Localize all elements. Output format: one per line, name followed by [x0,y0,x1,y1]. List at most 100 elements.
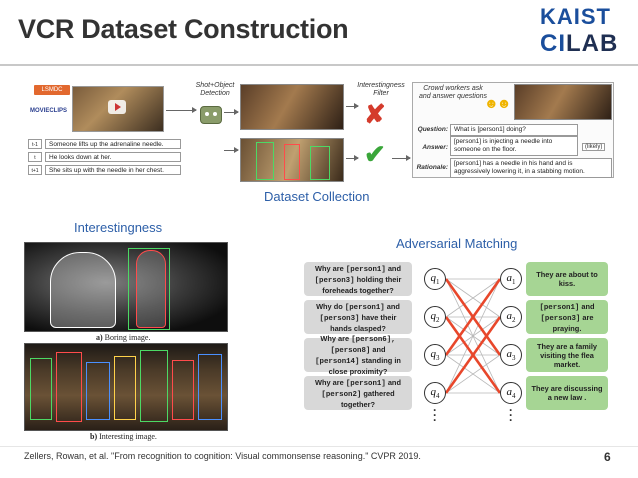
person-tag: [person14] [315,358,360,366]
caption-label: b) [90,432,98,441]
node-symbol: q [430,348,437,360]
interesting-image [24,343,228,431]
node-index: 2 [436,316,440,325]
node-index: 1 [436,278,440,287]
caption-text: Boring image. [104,333,151,342]
question-card: Why are [person1] and [person2] gathered… [304,376,412,410]
person-tag: [person1] [345,379,386,388]
arrow-right-icon [346,155,359,161]
node-symbol: q [430,310,437,322]
answer-card: They are about to kiss. [526,262,608,296]
matching-edges-selected [444,278,502,394]
candidate-edge [445,316,501,356]
movieclips-logo: MOVIECLIPS [30,108,68,114]
script-row: t+1 She sits up with the needle in her c… [28,165,184,176]
node-symbol: q [430,272,437,284]
person-tag: [person3] [540,314,581,323]
answer-value: [person1] is injecting a needle into som… [450,136,578,156]
detection-box [140,350,168,422]
matching-edges-other [445,278,501,394]
rationale-value: [person1] has a needle in his hand and i… [450,158,612,178]
accept-check-icon: ✔ [364,139,386,169]
script-text: She sits up with the needle in her chest… [45,165,181,175]
arrow-right-icon [166,107,197,113]
detection-box [128,248,170,330]
slide-title: VCR Dataset Construction [18,14,349,44]
question-text: Why are [person6], [person8] and [person… [308,334,408,376]
script-row: t He looks down at her. [28,152,184,163]
node-index: 3 [436,354,440,363]
cilab-logo-lab: LAB [566,30,619,57]
question-text: Why are [person1] and [person3] holding … [308,264,408,295]
footer-divider [0,446,638,447]
question-fragment: Why are [315,377,346,387]
matched-edge [444,278,502,356]
page-number: 6 [604,450,611,464]
detection-box [198,354,222,420]
matched-edge [444,278,502,356]
person-tag: [person1] [344,303,385,312]
answer-card: [person1] and [person3] are praying. [526,300,608,334]
detection-box [30,358,52,420]
script-index: t+1 [28,165,42,175]
answer-fragment: and [579,301,595,311]
question-node: q3 [424,344,446,366]
question-text: Why are [person1] and [person2] gathered… [308,378,408,409]
script-index: t [28,152,42,162]
interestingness-filter-label: Interestingness Filter [357,82,405,97]
cilab-logo-ci: CI [540,30,566,57]
node-index: 3 [512,354,516,363]
script-index: t-1 [28,139,42,149]
arrow-right-icon [224,147,239,153]
crowd-worker-emoji-icon: ☻☻ [484,95,512,111]
play-icon [108,100,126,114]
node-index: 4 [436,392,440,401]
answer-node: a1 [500,268,522,290]
node-symbol: q [430,386,437,398]
detection-box [114,356,136,420]
interesting-frame-thumbnail [240,138,344,182]
person-tag: [person1] [539,303,580,312]
question-card: Why are [person1] and [person3] holding … [304,262,412,296]
shot-detection-label: Shot+Object Detection [195,82,235,97]
interestingness-heading: Interestingness [74,220,163,235]
likely-tag: (likely) [582,143,606,151]
answer-node: a2 [500,306,522,328]
question-card: Why are [person6], [person8] and [person… [304,334,412,376]
question-key: Question: [417,126,448,133]
citation: Zellers, Rowan, et al. "From recognition… [24,451,421,461]
node-index: 1 [512,278,516,287]
arrow-right-icon [224,109,239,115]
script-text: He looks down at her. [45,152,181,162]
node-index: 4 [512,392,516,401]
question-value: What is [person1] doing? [450,124,578,136]
arrow-right-icon [392,155,411,161]
question-fragment: and [370,345,386,354]
interesting-image-caption: b) Interesting image. [90,432,157,441]
person-tag: [person8] [330,347,371,355]
candidate-edge [445,278,501,318]
script-row: t-1 Someone lifts up the adrenaline need… [28,139,184,150]
question-fragment: Why do [316,301,345,311]
script-text: Someone lifts up the adrenaline needle. [45,139,181,149]
question-fragment: and [384,301,400,311]
question-fragment: and [385,377,401,387]
candidate-edge [445,316,501,356]
question-fragment: Why are [315,263,346,273]
boring-image-caption: a) Boring image. [96,333,150,342]
detection-box [56,352,82,422]
candidate-edge [445,354,501,394]
robot-icon [200,106,222,124]
person-tag: [person1] [345,265,386,274]
detection-box [310,146,330,180]
candidate-edge [445,278,501,394]
person-tag: [person3] [319,314,360,323]
question-fragment: have their hands clasped? [330,312,397,333]
lsmdc-badge: LSMDC [34,85,70,95]
caption-text: Interesting image. [99,432,157,441]
header-divider [0,64,638,66]
adversarial-matching-heading: Adversarial Matching [396,236,518,251]
node-index: 2 [512,316,516,325]
question-text: Why do [person1] and [person3] have thei… [308,302,408,333]
kaist-logo: KAIST [540,4,611,29]
